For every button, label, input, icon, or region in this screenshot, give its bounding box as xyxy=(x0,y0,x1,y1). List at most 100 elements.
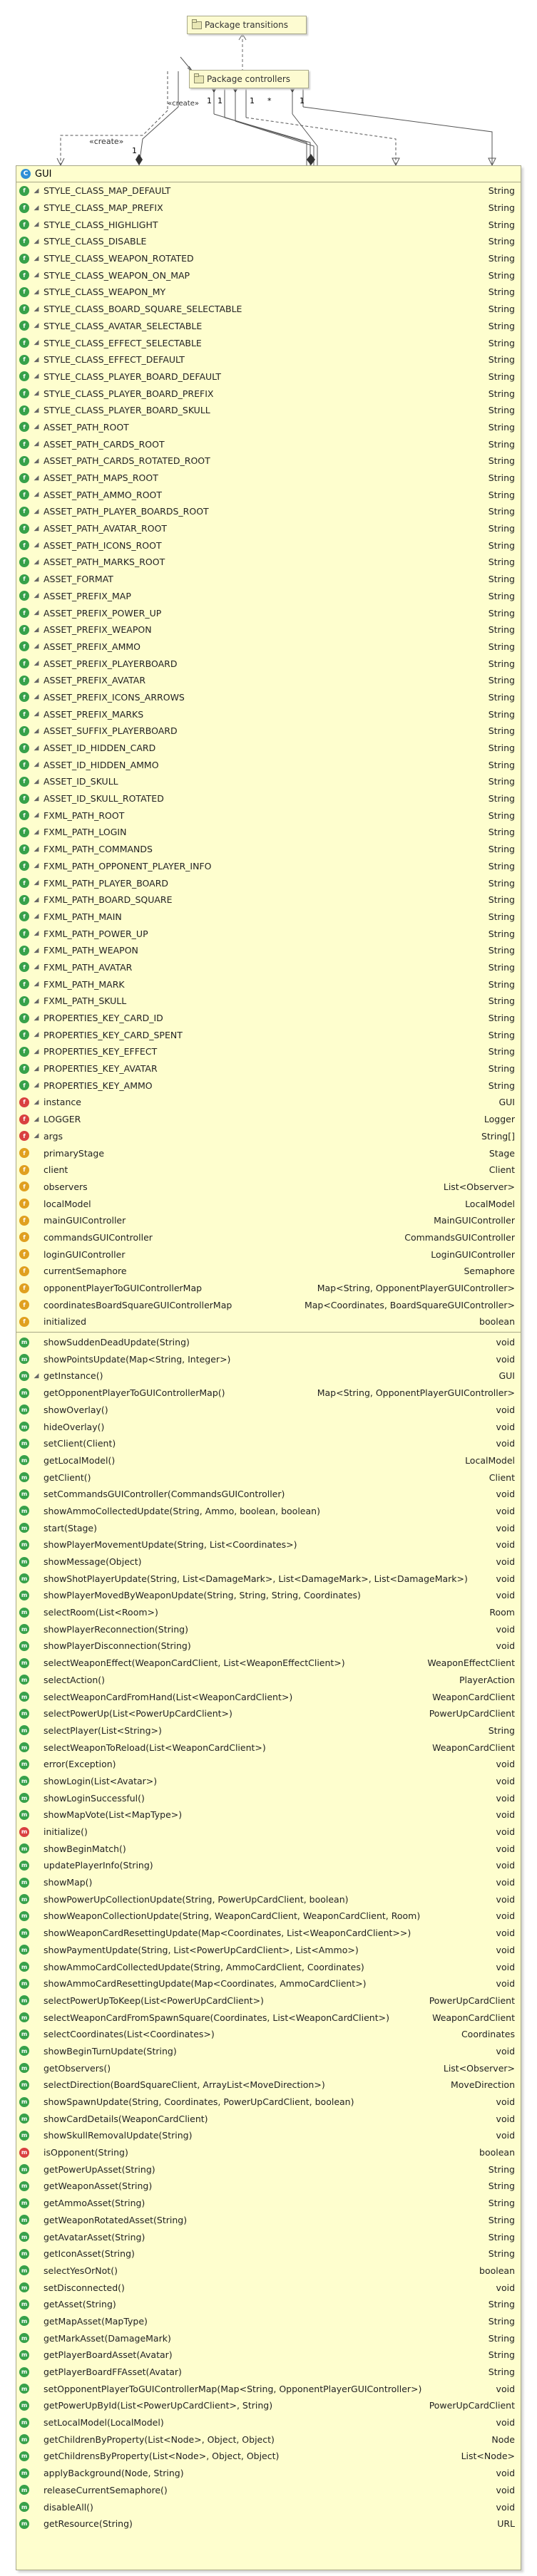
instance-icon xyxy=(32,1590,41,1600)
create-label-small: «create» xyxy=(168,100,199,108)
static-icon: ◢ xyxy=(34,575,39,583)
field-name: ASSET_ID_HIDDEN_AMMO xyxy=(44,759,159,770)
method-type: String xyxy=(488,2198,515,2209)
static-icon: ◢ xyxy=(34,997,39,1005)
method-type: String xyxy=(488,2214,515,2225)
instance-icon xyxy=(32,2029,41,2039)
instance-icon xyxy=(32,2012,41,2022)
static-icon: ◢ xyxy=(34,271,39,279)
field-type: String xyxy=(488,624,515,636)
protected-visibility-icon: f xyxy=(19,1232,29,1243)
method-name: showLogin(List<Avatar>) xyxy=(44,1775,158,1786)
field-type: boolean xyxy=(479,1316,515,1328)
method-type: Coordinates xyxy=(461,2029,515,2040)
instance-icon xyxy=(32,1810,41,1820)
method-type: Map<String, OpponentPlayerGUIController> xyxy=(317,1387,515,1399)
method-name: selectPowerUp(List<PowerUpCardClient>) xyxy=(44,1708,232,1719)
public-visibility-icon: m xyxy=(19,1590,29,1600)
private-visibility-icon: m xyxy=(19,1826,29,1837)
public-visibility-icon: m xyxy=(19,1657,29,1668)
public-visibility-icon: f xyxy=(19,270,29,281)
static-icon: ◢ xyxy=(34,288,39,296)
field-type: String xyxy=(488,286,515,298)
field-type: String xyxy=(488,304,515,315)
instance-icon xyxy=(32,1557,41,1567)
method-type: void xyxy=(496,1893,515,1905)
field-name: ASSET_PREFIX_WEAPON xyxy=(44,624,152,636)
public-visibility-icon: f xyxy=(19,422,29,433)
field-type: String xyxy=(488,1080,515,1091)
field-name: ASSET_PREFIX_ICONS_ARROWS xyxy=(44,691,185,703)
instance-icon xyxy=(32,1249,41,1259)
field-name: STYLE_CLASS_EFFECT_DEFAULT xyxy=(44,354,185,366)
private-visibility-icon: m xyxy=(19,2147,29,2158)
static-icon: ◢ xyxy=(34,913,39,921)
public-visibility-icon: m xyxy=(19,2299,29,2309)
public-visibility-icon: m xyxy=(19,2502,29,2513)
field-type: String xyxy=(488,658,515,669)
public-visibility-icon: m xyxy=(19,1962,29,1972)
static-icon: ◢ xyxy=(34,744,39,752)
field-type: String xyxy=(488,354,515,366)
public-visibility-icon: m xyxy=(19,2248,29,2259)
field-name: commandsGUIController xyxy=(44,1231,153,1243)
method-name: selectWeaponToReload(List<WeaponCardClie… xyxy=(44,1742,266,1753)
method-name: initialize() xyxy=(44,1826,88,1838)
public-visibility-icon: f xyxy=(19,878,29,889)
public-visibility-icon: m xyxy=(19,1843,29,1854)
static-icon: ◢ xyxy=(34,491,39,499)
public-visibility-icon: m xyxy=(19,1422,29,1432)
instance-icon xyxy=(32,2468,41,2478)
public-visibility-icon: f xyxy=(19,321,29,331)
static-icon: ◢ xyxy=(34,237,39,245)
field-name: localModel xyxy=(44,1198,91,1209)
static-icon: ◢ xyxy=(34,187,39,195)
public-visibility-icon: f xyxy=(19,725,29,736)
method-name: start(Stage) xyxy=(44,1522,97,1533)
field-name: args xyxy=(44,1130,63,1142)
public-visibility-icon: f xyxy=(19,1080,29,1091)
field-name: instance xyxy=(44,1097,81,1108)
static-icon: ◢ xyxy=(34,305,39,313)
method-type: void xyxy=(496,2484,515,2495)
instance-icon xyxy=(32,2063,41,2073)
public-visibility-icon: m xyxy=(19,2316,29,2327)
field-name: ASSET_PATH_AMMO_ROOT xyxy=(44,489,163,500)
public-visibility-icon: f xyxy=(19,574,29,584)
public-visibility-icon: f xyxy=(19,591,29,601)
public-visibility-icon: m xyxy=(19,1995,29,2006)
public-visibility-icon: m xyxy=(19,1928,29,1938)
protected-visibility-icon: f xyxy=(19,1181,29,1192)
public-visibility-icon: m xyxy=(19,2333,29,2344)
field-type: String xyxy=(488,590,515,601)
multiplicity-4: 1 xyxy=(132,146,137,155)
public-visibility-icon: f xyxy=(19,1013,29,1023)
field-name: STYLE_CLASS_BOARD_SQUARE_SELECTABLE xyxy=(44,304,242,315)
field-name: STYLE_CLASS_WEAPON_ON_MAP xyxy=(44,269,190,281)
method-type: void xyxy=(496,1353,515,1365)
method-name: getMapAsset(MapType) xyxy=(44,2315,148,2327)
public-visibility-icon: m xyxy=(19,2434,29,2445)
instance-icon xyxy=(32,2164,41,2174)
method-name: selectPlayer(List<String>) xyxy=(44,1724,162,1736)
public-visibility-icon: m xyxy=(19,1675,29,1685)
field-name: ASSET_ID_SKULL xyxy=(44,776,118,787)
